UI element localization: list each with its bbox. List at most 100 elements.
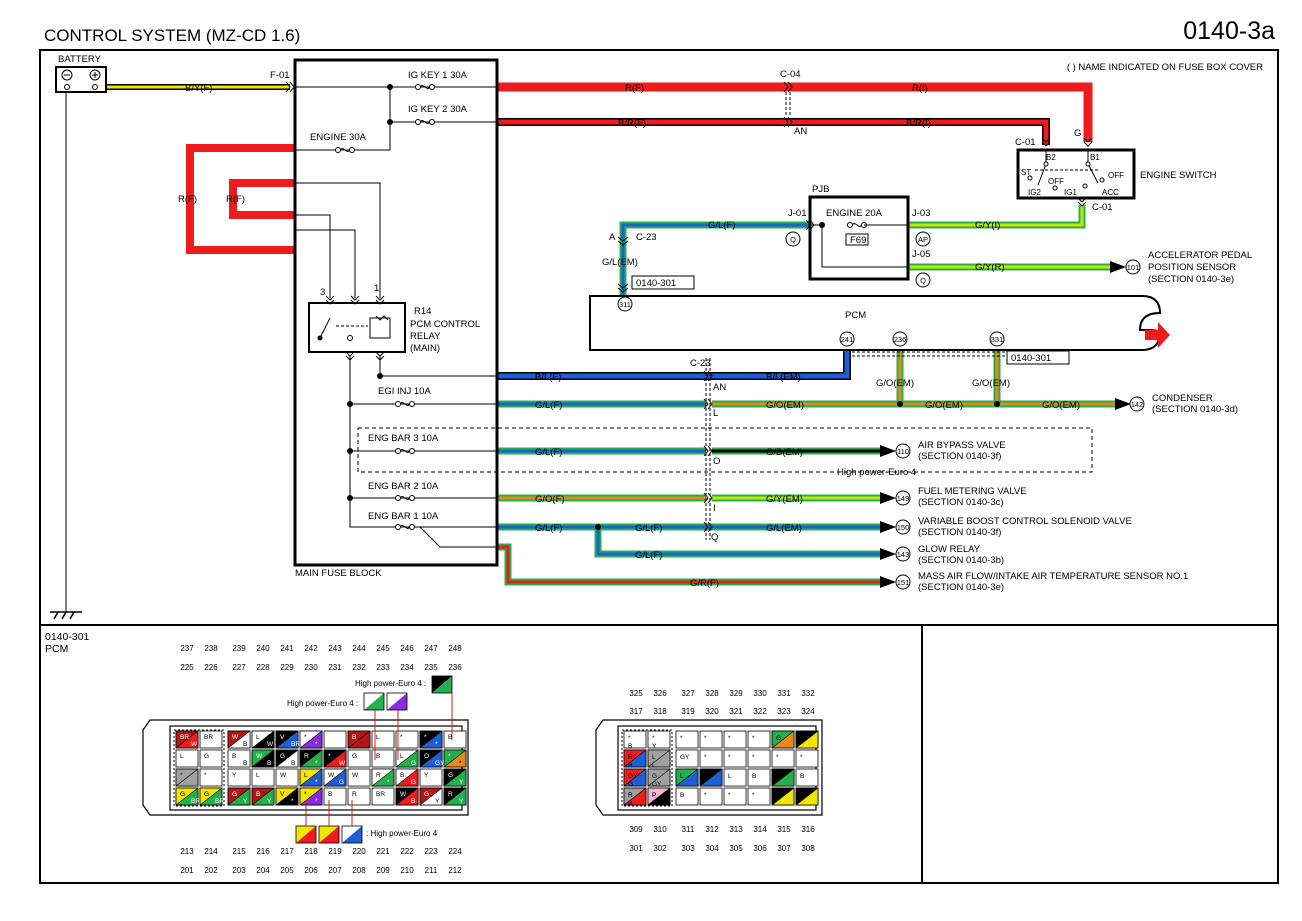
pin-color-label: * (752, 735, 755, 742)
fuse-box-note: ( ) NAME INDICATED ON FUSE BOX COVER (1067, 62, 1263, 73)
pcm-continuation-arrow (1145, 322, 1170, 348)
pin-cell (275, 749, 299, 768)
pin-number: 329 (729, 689, 743, 698)
sw-acc: ACC (1102, 188, 1119, 197)
pin-cell (199, 749, 223, 768)
main-fuse-block-label: MAIN FUSE BLOCK (295, 568, 382, 579)
pin-color-label: * (180, 772, 183, 779)
pin-color-label: R (304, 753, 309, 760)
pin-color-label: * (315, 741, 318, 748)
pin-cell (227, 768, 251, 787)
terminal-149: 149 (897, 494, 910, 503)
pin-color-label: * (315, 798, 318, 805)
terminal-circle (895, 546, 911, 562)
pin-number: 201 (180, 866, 194, 875)
high-power-box (357, 427, 1093, 473)
pin-color-label: Y (800, 792, 805, 799)
pin-cell (443, 730, 467, 749)
pin-color-label: W (280, 772, 287, 779)
terminal-circle (617, 296, 633, 312)
pin-color-label: R (352, 791, 357, 798)
terminal-101: 101 (1127, 263, 1140, 272)
sw-b1: B1 (1090, 153, 1100, 162)
pin-number: 231 (328, 663, 342, 672)
pin-number: 317 (629, 707, 643, 716)
wire-label-ri: R(I) (912, 83, 928, 94)
pin-cell (419, 730, 443, 749)
main-fuse-block-box (293, 58, 499, 567)
pin-cell (747, 787, 771, 806)
pin-cell (251, 730, 275, 749)
pin-number: 314 (753, 825, 767, 834)
pin-color-label: Y (652, 800, 657, 807)
wire-label-gyem: G/Y(EM) (766, 494, 803, 505)
pin-number: 210 (400, 866, 414, 875)
pin-number: 246 (400, 644, 414, 653)
battery (55, 66, 107, 93)
pin-color-label: B (291, 760, 295, 767)
pin-color-label: Y (459, 798, 464, 805)
pin-color-label: W (256, 753, 263, 760)
wire-gyi (908, 205, 1084, 227)
pin-cell (299, 749, 323, 768)
pin-cell (299, 768, 323, 787)
pin-cell (699, 730, 723, 749)
hp-bottom: : High power-Euro 4 (366, 829, 438, 838)
pin-cell (251, 749, 275, 768)
pin-color-label: * (400, 734, 403, 741)
letter-o: O (713, 456, 720, 467)
sw-ig2: IG2 (1028, 188, 1041, 197)
pin-color-label: L (652, 754, 656, 761)
pin-cell (771, 749, 795, 768)
load-glow-2: (SECTION 0140-3b) (918, 555, 1004, 566)
pin-number: 243 (328, 644, 342, 653)
pin-cell (395, 768, 419, 787)
pin-number: 217 (280, 847, 294, 856)
connector-marks (285, 81, 1093, 540)
pin-color-label: B (411, 798, 415, 805)
pin-cell (323, 749, 347, 768)
pin-number: 242 (304, 644, 318, 653)
terminal-q2: Q (920, 276, 926, 285)
pin-cell (395, 749, 419, 768)
pin-color-label: Y (435, 798, 440, 805)
pjb-fuse-code: F69 (850, 235, 866, 246)
pin-number: 240 (256, 644, 270, 653)
pin-cell (675, 768, 699, 787)
pin-number: 241 (280, 644, 294, 653)
load-fmv-2: (SECTION 0140-3c) (918, 497, 1004, 508)
terminal-circle (989, 331, 1005, 347)
pin-number: 222 (400, 847, 414, 856)
pin-color-label: L (304, 772, 308, 779)
pin-cell (371, 749, 395, 768)
pin-cell (347, 787, 371, 806)
pin-color-label: R (628, 792, 633, 799)
pin-number: 206 (304, 866, 318, 875)
pin-color-label: B (448, 734, 452, 741)
pin-color-label: W (352, 772, 359, 779)
pin-color-label: W (400, 791, 407, 798)
page-title: CONTROL SYSTEM (MZ-CD 1.6) (44, 26, 300, 45)
pin-cell (795, 730, 819, 749)
pin-color-label: * (652, 735, 655, 742)
high-power-pin-cell (386, 692, 408, 711)
pin-cell (723, 730, 747, 749)
f69-box (845, 233, 869, 246)
pin-number: 301 (629, 844, 643, 853)
pin-cell (347, 768, 371, 787)
conn-j01: J-01 (788, 208, 806, 219)
pin-number: 214 (204, 847, 218, 856)
wire-label-byf: B/Y(F) (185, 83, 212, 94)
pin-color-label: G (411, 760, 416, 767)
pin-cell (699, 787, 723, 806)
pin-color-label: * (315, 779, 318, 786)
pin-cell (771, 787, 795, 806)
pin-number: 227 (232, 663, 246, 672)
pin-cell (227, 787, 251, 806)
pin-number: 315 (777, 825, 791, 834)
pin-number: 211 (425, 866, 438, 875)
